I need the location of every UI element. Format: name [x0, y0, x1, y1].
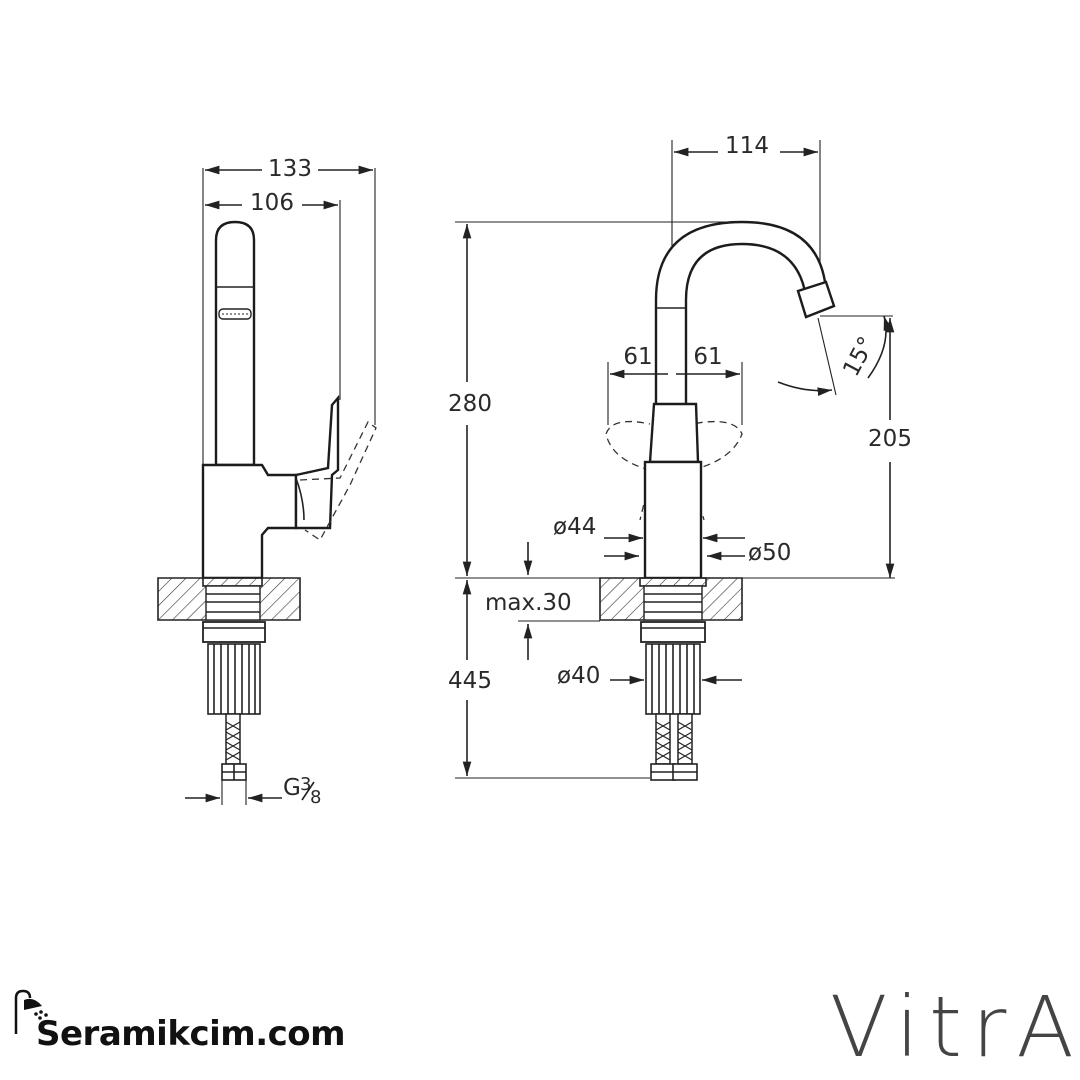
side-spout [214, 220, 256, 467]
side-body [201, 463, 298, 580]
dia-40-label: ø40 [557, 663, 600, 689]
dim-205-label: 205 [868, 426, 912, 452]
front-hoses [650, 713, 698, 781]
dia-44-label: ø44 [553, 514, 596, 540]
side-handle-open [299, 421, 377, 541]
dim-445-label: 445 [448, 668, 492, 694]
max-30-label: max.30 [485, 590, 572, 616]
side-view: 133 106 [157, 156, 377, 808]
front-body [643, 460, 703, 580]
thread-num-label: 3 [300, 774, 311, 795]
site-name: Seramikcim.com [36, 1014, 346, 1054]
dim-106-label: 106 [250, 190, 294, 216]
dim-61-left-label: 61 [623, 344, 652, 370]
front-view: 114 280 15° 205 61 61 [448, 133, 912, 781]
dim-61-right-label: 61 [693, 344, 722, 370]
dim-280-label: 280 [448, 391, 492, 417]
thread-den-label: 8 [310, 787, 321, 808]
dia-50-label: ø50 [748, 540, 791, 566]
front-handle-swing-left [605, 420, 651, 471]
dim-114-label: 114 [725, 133, 769, 159]
shower-icon [14, 989, 48, 1034]
side-mount-flutes [207, 643, 261, 715]
side-handle [294, 394, 340, 530]
brand-logo: VitrA [830, 978, 1080, 1076]
front-handle-swing-right [691, 420, 743, 471]
thread-g-label: G [283, 775, 301, 801]
front-handle [648, 402, 700, 464]
side-hose [221, 713, 247, 781]
angle-15-label: 15° [838, 333, 880, 381]
front-mount-flutes [645, 643, 701, 715]
dim-133-label: 133 [268, 156, 312, 182]
